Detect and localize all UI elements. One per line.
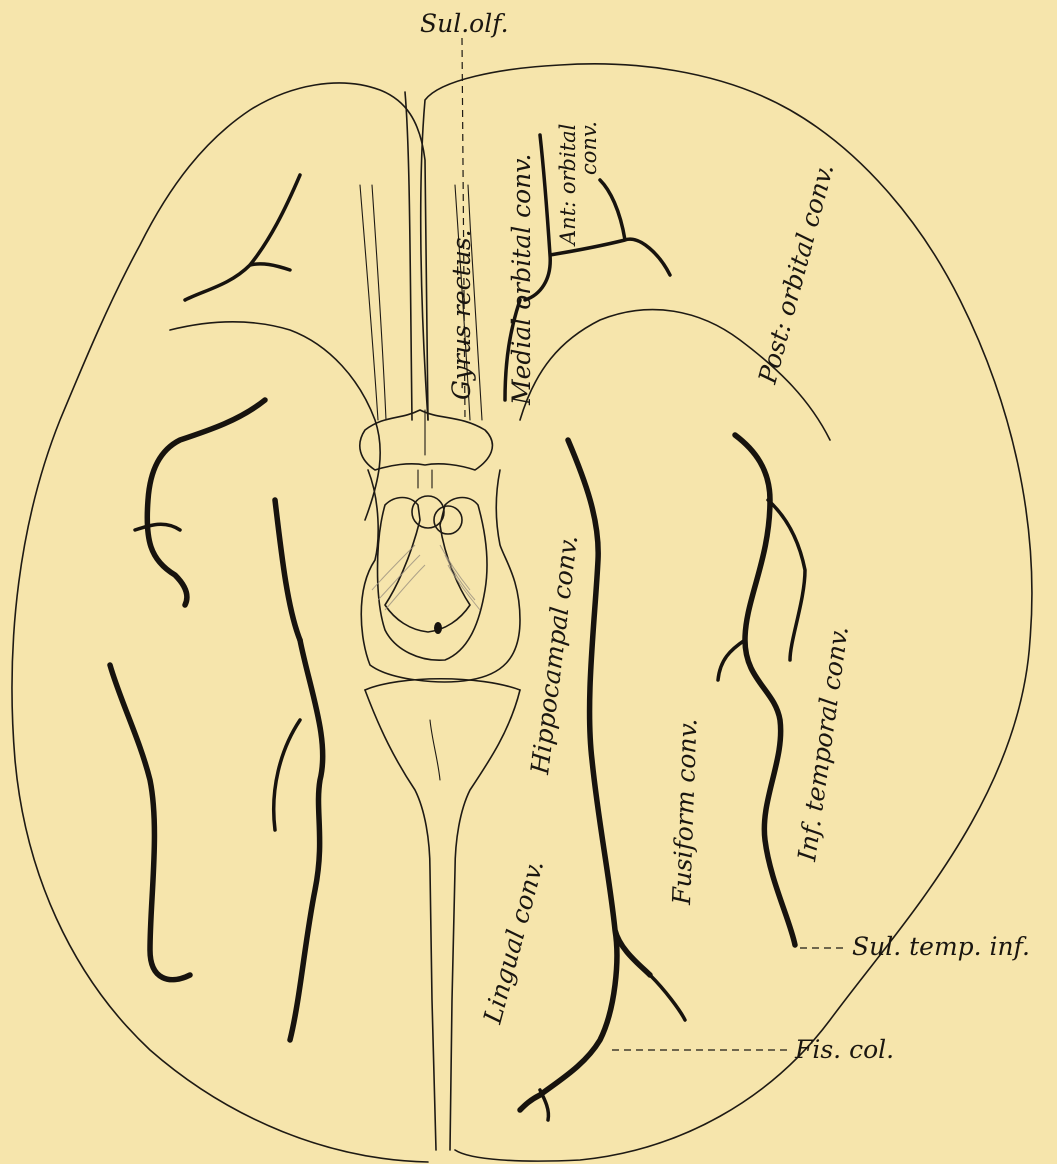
left-inf-temporal-sulcus [147, 400, 265, 605]
label-hippocampal: Hippocampal conv. [525, 533, 583, 776]
medulla [365, 690, 436, 1150]
left-hemisphere [12, 83, 428, 1162]
label-post-orbital: Post: orbital conv. [753, 160, 840, 387]
label-lingual: Lingual conv. [478, 857, 550, 1028]
label-ant-orbital-conv: conv. [577, 121, 601, 175]
left-collateral-sulcus [290, 640, 323, 1040]
label-medial-orbital: Medial orbital conv. [507, 154, 536, 406]
label-sul-olf: Sul.olf. [420, 9, 509, 38]
left-olfactory-tract [360, 185, 378, 420]
left-hemisphere-outline [12, 83, 428, 1162]
mammillary-body-right [434, 506, 462, 534]
labels: Sul.olf. Gyrus rectus. Medial orbital co… [420, 9, 1030, 1064]
right-inf-temporal-sulcus [735, 435, 795, 945]
right-collateral-sulcus [520, 440, 650, 1110]
label-gyrus-rectus: Gyrus rectus. [447, 229, 476, 400]
left-medial-sulcus [275, 500, 300, 640]
label-fis-col: Fis. col. [794, 1035, 894, 1064]
label-sul-temp-inf: Sul. temp. inf. [852, 932, 1030, 961]
midbrain-section [378, 498, 488, 661]
left-medial-border [405, 92, 412, 420]
left-lower-sulcus [110, 665, 190, 980]
brainstem [360, 410, 520, 1150]
left-orbital-sulcus [185, 175, 300, 300]
left-temporal-boundary [170, 322, 380, 520]
label-fusiform: Fusiform conv. [667, 718, 703, 906]
mammillary-body-left [412, 496, 444, 528]
label-inf-temporal: Inf. temporal conv. [792, 624, 854, 864]
